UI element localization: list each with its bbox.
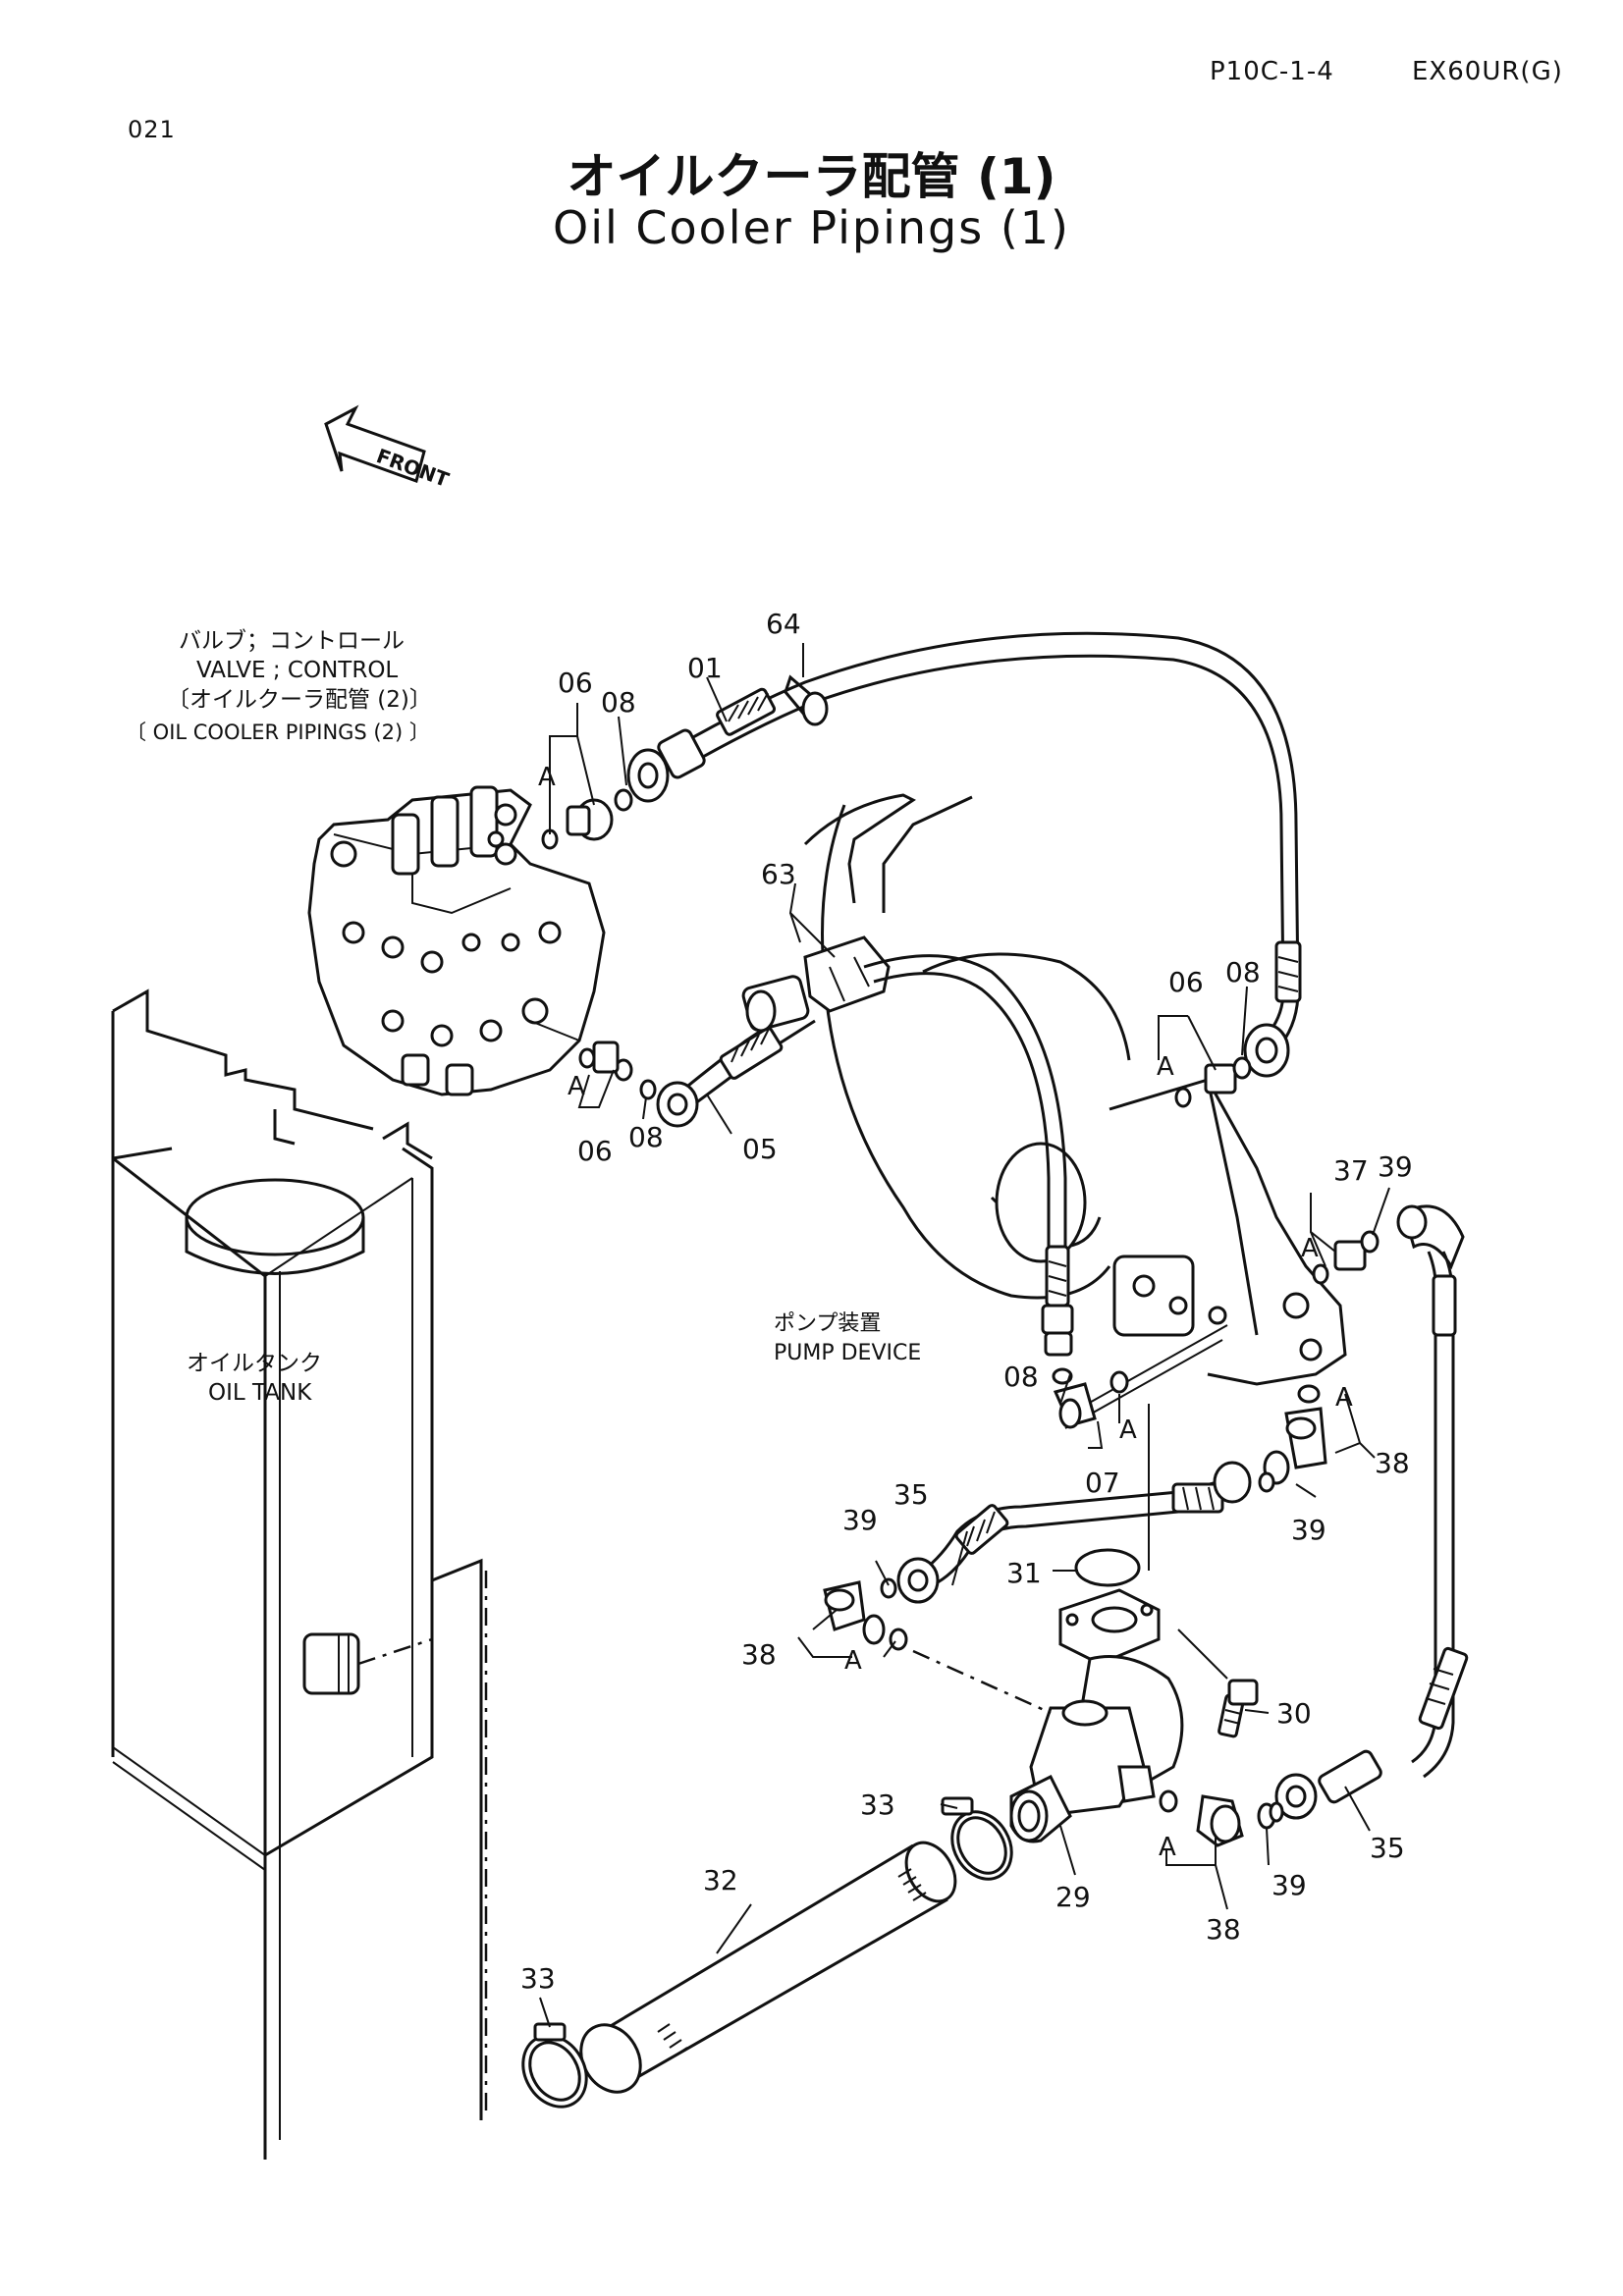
part-number-06: 06: [558, 667, 593, 699]
cross-reference-english: 〔 OIL COOLER PIPINGS (2) 〕: [126, 721, 430, 744]
part-number-39: 39: [1291, 1514, 1326, 1546]
cross-reference-japanese: 〔オイルクーラ配管 (2)〕: [167, 687, 432, 713]
part-number-63: 63: [761, 858, 796, 890]
part-number-37: 37: [1333, 1154, 1369, 1187]
oil-tank: [111, 988, 488, 2160]
part-number-07: 07: [1085, 1467, 1120, 1499]
part-number-35: 35: [893, 1478, 929, 1511]
part-number-33: 33: [520, 1962, 556, 1995]
part-number-39: 39: [1271, 1869, 1307, 1901]
part-number-08: 08: [1225, 956, 1261, 988]
control-valve: [307, 785, 606, 1096]
clamp-33-lower: [521, 2022, 588, 2109]
valve-label-japanese: バルブ；コントロール: [179, 628, 405, 654]
fitting-38-lower: [1159, 1789, 1284, 1847]
part-number-33: 33: [860, 1789, 895, 1821]
part-number-31: 31: [1006, 1557, 1042, 1589]
part-numbers: 64 01 06 08 63 06 08 08 06 05 37 39 08 0…: [520, 608, 1413, 1995]
hose-pump-feed: [863, 954, 1074, 1357]
part-number-30: 30: [1276, 1697, 1312, 1730]
part-number-39: 39: [1378, 1150, 1413, 1183]
reference-a: A: [1301, 1234, 1319, 1263]
part-number-38: 38: [741, 1638, 777, 1671]
page-title-japanese: オイルクーラ配管 (1): [567, 148, 1056, 205]
hose-01: [626, 631, 1302, 1078]
reference-a: A: [1159, 1833, 1176, 1862]
part-number-01: 01: [687, 652, 723, 684]
model-number: EX60UR(G): [1412, 57, 1563, 86]
diagram-labels: バルブ；コントロール VALVE ; CONTROL 〔オイルクーラ配管 (2)…: [126, 628, 921, 1406]
part-number-06: 06: [577, 1135, 613, 1167]
fitting-38-left: [823, 1577, 1052, 1715]
page-title-english: Oil Cooler Pipings (1): [553, 201, 1070, 254]
front-arrow-icon: FRONT: [324, 404, 453, 492]
fitting-06-upper: [541, 788, 633, 850]
fitting-06-pump: [1174, 1056, 1252, 1108]
section-code: P10C-1-4: [1210, 57, 1334, 86]
tank-label-english: OIL TANK: [208, 1380, 312, 1406]
part-number-38: 38: [1375, 1447, 1410, 1479]
part-number-29: 29: [1055, 1881, 1091, 1913]
tank-label-japanese: オイルタンク: [187, 1351, 322, 1376]
fitting-07: [1052, 1367, 1129, 1429]
hose-35-middle: [896, 1404, 1252, 1604]
part-number-08: 08: [1003, 1361, 1039, 1393]
part-number-38: 38: [1206, 1913, 1241, 1946]
hose-35-right: [1274, 1204, 1469, 1820]
reference-a: A: [538, 763, 556, 792]
part-number-08: 08: [601, 686, 636, 719]
fitting-38-right: [1258, 1384, 1327, 1493]
reference-a: A: [1119, 1415, 1137, 1445]
clamp-33-upper: [941, 1796, 1013, 1881]
valve-label-english: VALVE ; CONTROL: [196, 658, 398, 683]
part-number-08: 08: [628, 1121, 664, 1153]
part-number-06: 06: [1168, 966, 1204, 998]
pump-device: [803, 793, 1347, 1429]
hose-32: [579, 1841, 957, 2094]
reference-marks: A A A A A A A A: [538, 763, 1353, 1862]
leader-lines: [539, 643, 1390, 2028]
part-number-05: 05: [742, 1133, 778, 1165]
elbow-29: [1009, 1548, 1228, 1843]
pump-label-english: PUMP DEVICE: [774, 1341, 921, 1365]
reference-a: A: [568, 1072, 585, 1101]
bolt-30: [1217, 1679, 1259, 1738]
part-number-32: 32: [703, 1864, 738, 1896]
reference-a: A: [1157, 1052, 1174, 1082]
hose-05: [578, 935, 891, 1128]
part-number-39: 39: [842, 1504, 878, 1536]
pump-label-japanese: ポンプ装置: [774, 1311, 881, 1336]
page-number: 021: [128, 116, 176, 143]
part-number-64: 64: [766, 608, 801, 640]
reference-a: A: [844, 1646, 862, 1676]
reference-a: A: [1335, 1383, 1353, 1413]
part-number-35: 35: [1370, 1832, 1405, 1864]
